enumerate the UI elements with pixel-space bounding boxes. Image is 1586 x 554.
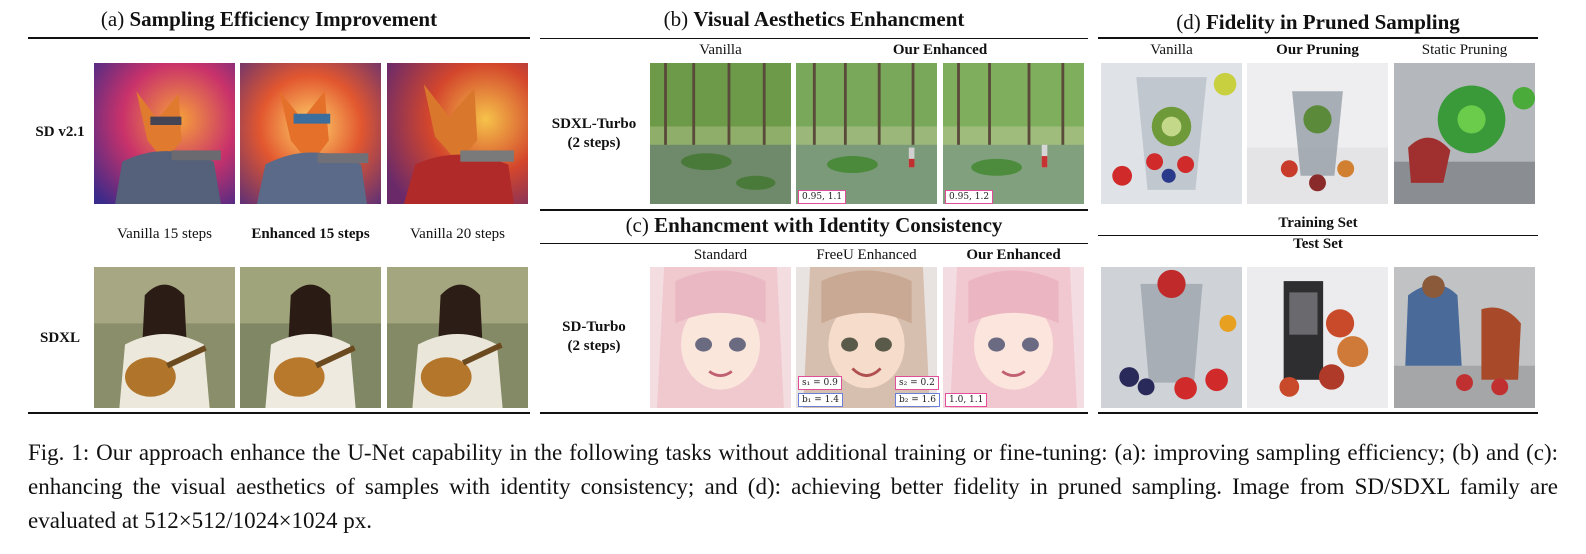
row-label-sd-turbo-line1: SD-Turbo (562, 319, 626, 335)
col-label-d-our-pruning: Our Pruning (1276, 42, 1359, 58)
panel-c-bottom-rule (540, 412, 1088, 414)
col-label-d-static-pruning: Static Pruning (1421, 42, 1508, 58)
row-label-sdv21: SD v2.1 (35, 124, 85, 140)
fox-image-enhanced-15 (240, 63, 381, 204)
panel-b-prefix: (b) (663, 7, 694, 31)
blender-test-our-pruning (1247, 267, 1388, 408)
panel-c-title-text: Enhancment with Identity Consistency (654, 213, 1003, 237)
panel-d-top-rule (1098, 37, 1538, 39)
blender-test-static-pruning (1394, 267, 1535, 408)
panel-a-title: (a) Sampling Efficiency Improvement (28, 7, 510, 32)
lake-image-enhanced-2 (943, 63, 1084, 204)
training-test-divider (1098, 235, 1538, 236)
lake-image-enhanced-1 (796, 63, 937, 204)
panel-a-top-rule (28, 37, 530, 39)
col-label-b-our-enhanced: Our Enhanced (892, 42, 988, 58)
lake-image-vanilla (650, 63, 791, 204)
row-label-sdxl-turbo: SDXL-Turbo (2 steps) (540, 115, 648, 153)
fox-image-vanilla-20 (387, 63, 528, 204)
blender-train-static-pruning (1394, 63, 1535, 204)
col-label-c-our-enhanced: Our Enhanced (966, 247, 1061, 263)
col-label-vanilla-15: Vanilla 15 steps (117, 226, 212, 242)
param-tag-s1: s₁ = 0.9 (798, 376, 842, 390)
figure-caption: Fig. 1: Our approach enhance the U-Net c… (28, 440, 1558, 533)
panel-a-prefix: (a) (100, 7, 130, 31)
test-set-label: Test Set (1293, 236, 1343, 252)
row-label-sdxl: SDXL (39, 330, 80, 346)
panel-b-title: (b) Visual Aesthetics Enhancment (540, 7, 1088, 32)
panel-b-title-text: Visual Aesthetics Enhancment (693, 7, 965, 31)
param-tag-b2: b₂ = 1.6 (895, 393, 940, 407)
row-label-sd-turbo: SD-Turbo (2 steps) (540, 318, 648, 356)
col-label-c-freeu: FreeU Enhanced (816, 247, 917, 263)
blender-test-vanilla (1101, 267, 1242, 408)
panel-d-title: (d) Fidelity in Pruned Sampling (1098, 10, 1538, 35)
anime-image-standard (650, 267, 791, 408)
anime-image-our-enhanced (943, 267, 1084, 408)
col-label-enhanced-15: Enhanced 15 steps (251, 226, 370, 242)
panel-a-title-text: Sampling Efficiency Improvement (129, 7, 438, 31)
col-label-c-standard: Standard (693, 247, 748, 263)
panel-c-prefix: (c) (625, 213, 655, 237)
param-tag-b1: b₁ = 1.4 (798, 393, 843, 407)
col-label-d-vanilla: Vanilla (1150, 42, 1193, 58)
training-set-label: Training Set (1278, 215, 1358, 231)
panel-b-top-rule (540, 38, 1088, 39)
param-tag-b-1: 0.95, 1.1 (798, 190, 847, 204)
panel-c-top-rule (540, 243, 1088, 244)
col-label-vanilla-20: Vanilla 20 steps (410, 226, 505, 242)
panel-d-prefix: (d) (1176, 10, 1206, 34)
panel-c-title: (c) Enhancment with Identity Consistency (540, 213, 1088, 238)
row-label-sd-turbo-line2: (2 steps) (567, 338, 621, 354)
panel-d-title-text: Fidelity in Pruned Sampling (1205, 10, 1460, 34)
panel-d-bottom-rule (1098, 412, 1538, 414)
panel-b-bottom-rule (540, 209, 1088, 211)
col-label-b-vanilla: Vanilla (699, 42, 742, 58)
blender-train-our-pruning (1247, 63, 1388, 204)
param-tag-s2: s₂ = 0.2 (895, 376, 939, 390)
lute-image-vanilla-20 (387, 267, 528, 408)
param-tag-b-2: 0.95, 1.2 (945, 190, 994, 204)
fox-image-vanilla-15 (94, 63, 235, 204)
row-label-sdxl-turbo-line2: (2 steps) (567, 135, 621, 151)
row-label-sdxl-turbo-line1: SDXL-Turbo (551, 116, 637, 132)
blender-train-vanilla (1101, 63, 1242, 204)
panel-a-bottom-rule (28, 412, 530, 414)
param-tag-c-ours: 1.0, 1.1 (945, 393, 988, 407)
lute-image-vanilla-15 (94, 267, 235, 408)
lute-image-enhanced-15 (240, 267, 381, 408)
